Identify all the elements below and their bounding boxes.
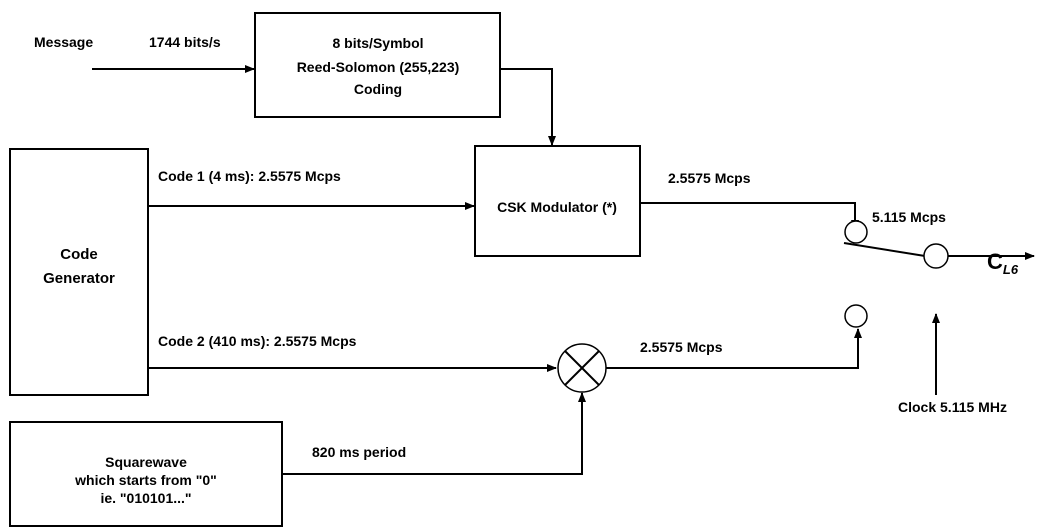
code-generator-label-line2: Generator [43, 270, 115, 287]
csk-output-rate-label: 2.5575 Mcps [668, 170, 751, 186]
message-rate-label: 1744 bits/s [149, 34, 221, 50]
clock-label: Clock 5.115 MHz [898, 399, 1007, 415]
output-signal-label: CL6 [987, 249, 1019, 277]
csk-modulator-label: CSK Modulator (*) [497, 199, 617, 215]
csk-to-switch-arrow [640, 202, 859, 230]
squarewave-label-line1: Squarewave [105, 454, 187, 470]
mixer-to-switch-arrow [606, 328, 862, 369]
squarewave-generator-block [9, 421, 283, 527]
squarewave-to-mixer-arrow [282, 392, 586, 475]
reed-solomon-coder-block [254, 12, 501, 118]
code1-label: Code 1 (4 ms): 2.5575 Mcps [158, 168, 341, 184]
code-generator-block [9, 148, 149, 396]
square-period-label: 820 ms period [312, 444, 406, 460]
csk-modulator-block [474, 145, 641, 257]
rs-coder-label-line2: Reed-Solomon (255,223) [297, 59, 460, 75]
squarewave-label-line3: ie. "010101..." [100, 490, 191, 506]
output-signal-main: C [987, 249, 1003, 274]
output-signal-subscript: L6 [1003, 262, 1019, 277]
rs-coder-label-line1: 8 bits/Symbol [332, 35, 423, 51]
squarewave-label-line2: which starts from "0" [74, 472, 217, 488]
message-label: Message [34, 34, 93, 50]
switch-contact-upper [844, 220, 868, 244]
mixer-cross-line-b [564, 350, 600, 386]
rs-coder-label-line3: Coding [354, 81, 402, 97]
switch-output-node [923, 243, 949, 269]
code2-label: Code 2 (410 ms): 2.5575 Mcps [158, 333, 357, 349]
rs-to-csk-arrow [500, 68, 556, 146]
switch-arm [843, 242, 926, 257]
code-generator-label-line1: Code [60, 246, 98, 263]
switch-output-rate-label: 5.115 Mcps [872, 209, 946, 225]
switch-contact-lower [844, 304, 868, 328]
mixer-output-rate-label: 2.5575 Mcps [640, 339, 723, 355]
